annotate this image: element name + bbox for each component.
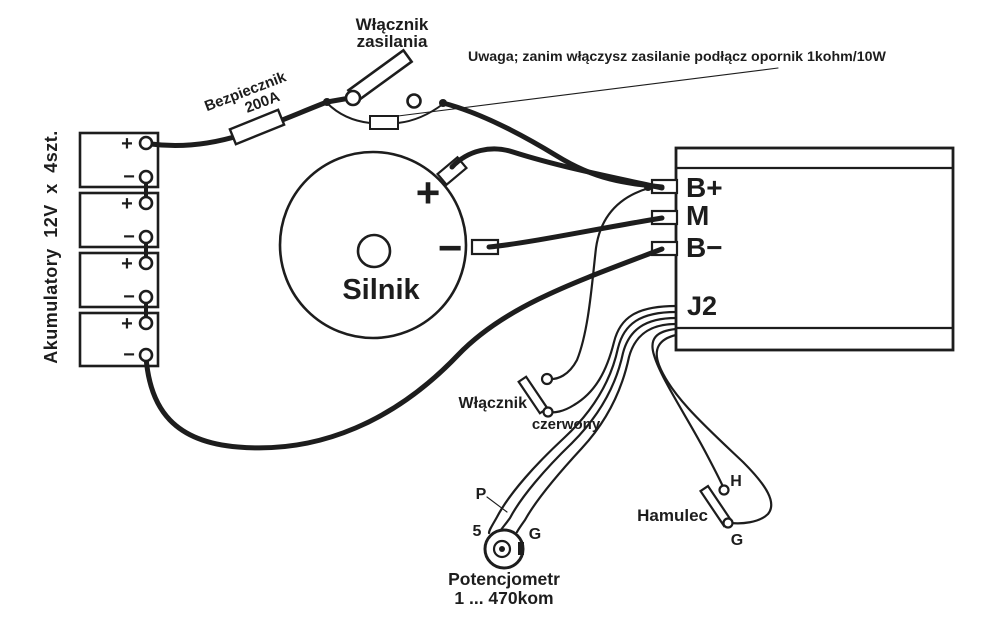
wire-b-plus-to-key-switch: [546, 186, 651, 381]
signal-wiring: [326, 67, 779, 535]
battery-plus-label: +: [121, 133, 133, 155]
battery-minus-terminal: [138, 289, 154, 305]
junction-dot: [439, 99, 447, 107]
terminal-label-b-minus: B−: [686, 232, 723, 263]
controller-box: [674, 146, 955, 352]
power-switch-label-line2: zasilania: [357, 32, 428, 51]
battery-minus-label: −: [123, 286, 135, 308]
wire-j2-to-key-switch: [547, 304, 678, 414]
power-switch: [344, 48, 422, 109]
key-switch-contact-top: [540, 372, 554, 386]
wire-j2-to-brake-g: [655, 333, 773, 525]
fuse-body: [228, 108, 286, 146]
battery-plus-label: +: [121, 313, 133, 335]
battery-plus-terminal: [138, 135, 154, 151]
potentiometer-label: Potencjometr: [448, 569, 560, 589]
motor-plus-stub: [435, 155, 469, 187]
battery-pack-label: Akumulatory 12V x 4szt.: [41, 130, 61, 364]
connector-label-j2: J2: [687, 291, 717, 321]
battery-minus-terminal: [138, 169, 154, 185]
key-switch-label-line1: Włącznik: [459, 395, 528, 412]
warning-note: Uwaga; zanim włączysz zasilanie podłącz …: [468, 49, 886, 65]
motor: [278, 150, 468, 340]
motor-plus-label: +: [416, 169, 441, 216]
potentiometer-body: [483, 528, 525, 570]
leader-line-warning: [397, 67, 779, 117]
brake-pin-g-label: G: [731, 532, 743, 549]
junction-dot: [644, 183, 652, 191]
battery-plus-terminal: [138, 255, 154, 271]
wire-battery-negative: [143, 246, 665, 451]
pot-shaft-dot: [499, 546, 505, 552]
key-switch: [517, 372, 554, 418]
battery-minus-label: −: [123, 166, 135, 188]
wire-motor-minus: [486, 215, 665, 250]
battery-minus-terminal: [138, 347, 154, 363]
motor-shaft: [356, 233, 392, 269]
terminal-label-m: M: [686, 200, 709, 231]
wire-j2-to-pot-5: [487, 310, 678, 535]
brake-switch: [698, 484, 734, 529]
brake-label: Hamulec: [637, 506, 708, 525]
wire-j2-to-pot-p: [499, 316, 678, 532]
leader-line-pot-p: [486, 496, 508, 513]
key-switch-label-line2: czerwony: [532, 416, 601, 433]
junction-dot: [323, 98, 331, 106]
potentiometer-range-label: 1 ... 470kom: [454, 588, 553, 608]
battery-plus-label: +: [121, 253, 133, 275]
battery-minus-label: −: [123, 226, 135, 248]
pot-pin-p-label: P: [476, 486, 487, 503]
wire-motor-plus: [449, 146, 665, 191]
power-switch-contact-right: [406, 93, 422, 109]
precharge-resistor: [369, 115, 399, 130]
power-switch-label-line1: Włącznik: [356, 15, 429, 34]
power-switch-contact-left: [344, 89, 362, 107]
motor-label: Silnik: [342, 274, 420, 306]
motor-minus-label: −: [438, 224, 463, 271]
battery-plus-terminal: [138, 315, 154, 331]
controller-body: [674, 146, 955, 352]
brake-pin-h-label: H: [730, 473, 742, 490]
wire-j2-to-brake-h: [651, 327, 726, 491]
key-switch-contact-bottom: [542, 406, 554, 418]
pot-pin-g-label: G: [529, 526, 541, 543]
wire-j2-to-pot-g: [515, 322, 678, 534]
battery-terminals: [138, 135, 154, 363]
battery-polarity-labels: + − + − + − + −: [121, 133, 135, 366]
brake-contact-g: [722, 517, 734, 529]
battery-plus-terminal: [138, 195, 154, 211]
pot-notch: [518, 542, 524, 555]
terminal-label-b-plus: B+: [686, 172, 723, 203]
battery-minus-label: −: [123, 344, 135, 366]
battery-plus-label: +: [121, 193, 133, 215]
pot-pin-5-label: 5: [473, 523, 482, 540]
battery-minus-terminal: [138, 229, 154, 245]
brake-contact-h: [718, 484, 730, 496]
